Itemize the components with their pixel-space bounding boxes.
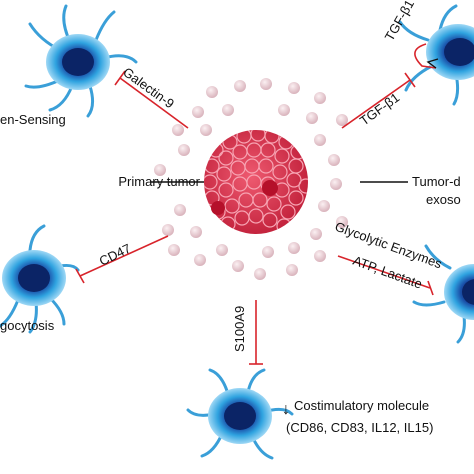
primary-tumor-label: Primary tumor — [118, 174, 200, 189]
dendritic-cell-top-left — [24, 4, 138, 118]
cd47-label: CD47 — [97, 241, 133, 269]
phagocytosis-label: gocytosis — [0, 318, 55, 333]
tgf-top-label: TGF-β1 — [382, 0, 418, 44]
exosome-label: exoso — [426, 192, 461, 207]
costimulatory-list-label: (CD86, CD83, IL12, IL15) — [286, 420, 433, 435]
dendritic-cell-bottom — [186, 368, 294, 460]
primary-tumor-mass — [204, 130, 308, 234]
tgf-autocrine-arrow — [414, 43, 437, 69]
dendritic-cell-top-right — [398, 4, 474, 106]
dendritic-cell-mid-right — [412, 244, 474, 344]
tumor-derived-label: Tumor-d — [412, 174, 461, 189]
exosome-cloud — [154, 78, 348, 280]
galectin-label: Galectin-9 — [120, 64, 177, 111]
inhibition-arrows — [75, 70, 434, 365]
dendritic-cell-mid-left — [0, 224, 80, 334]
tgf-label: TGF-β1 — [357, 90, 402, 129]
down-arrow: ↓ — [282, 401, 290, 418]
sensing-label: en-Sensing — [0, 112, 66, 127]
s100a9-label: S100A9 — [232, 306, 247, 352]
costimulatory-label: Costimulatory molecule — [294, 398, 429, 413]
tgf-arrowhead — [426, 58, 439, 69]
